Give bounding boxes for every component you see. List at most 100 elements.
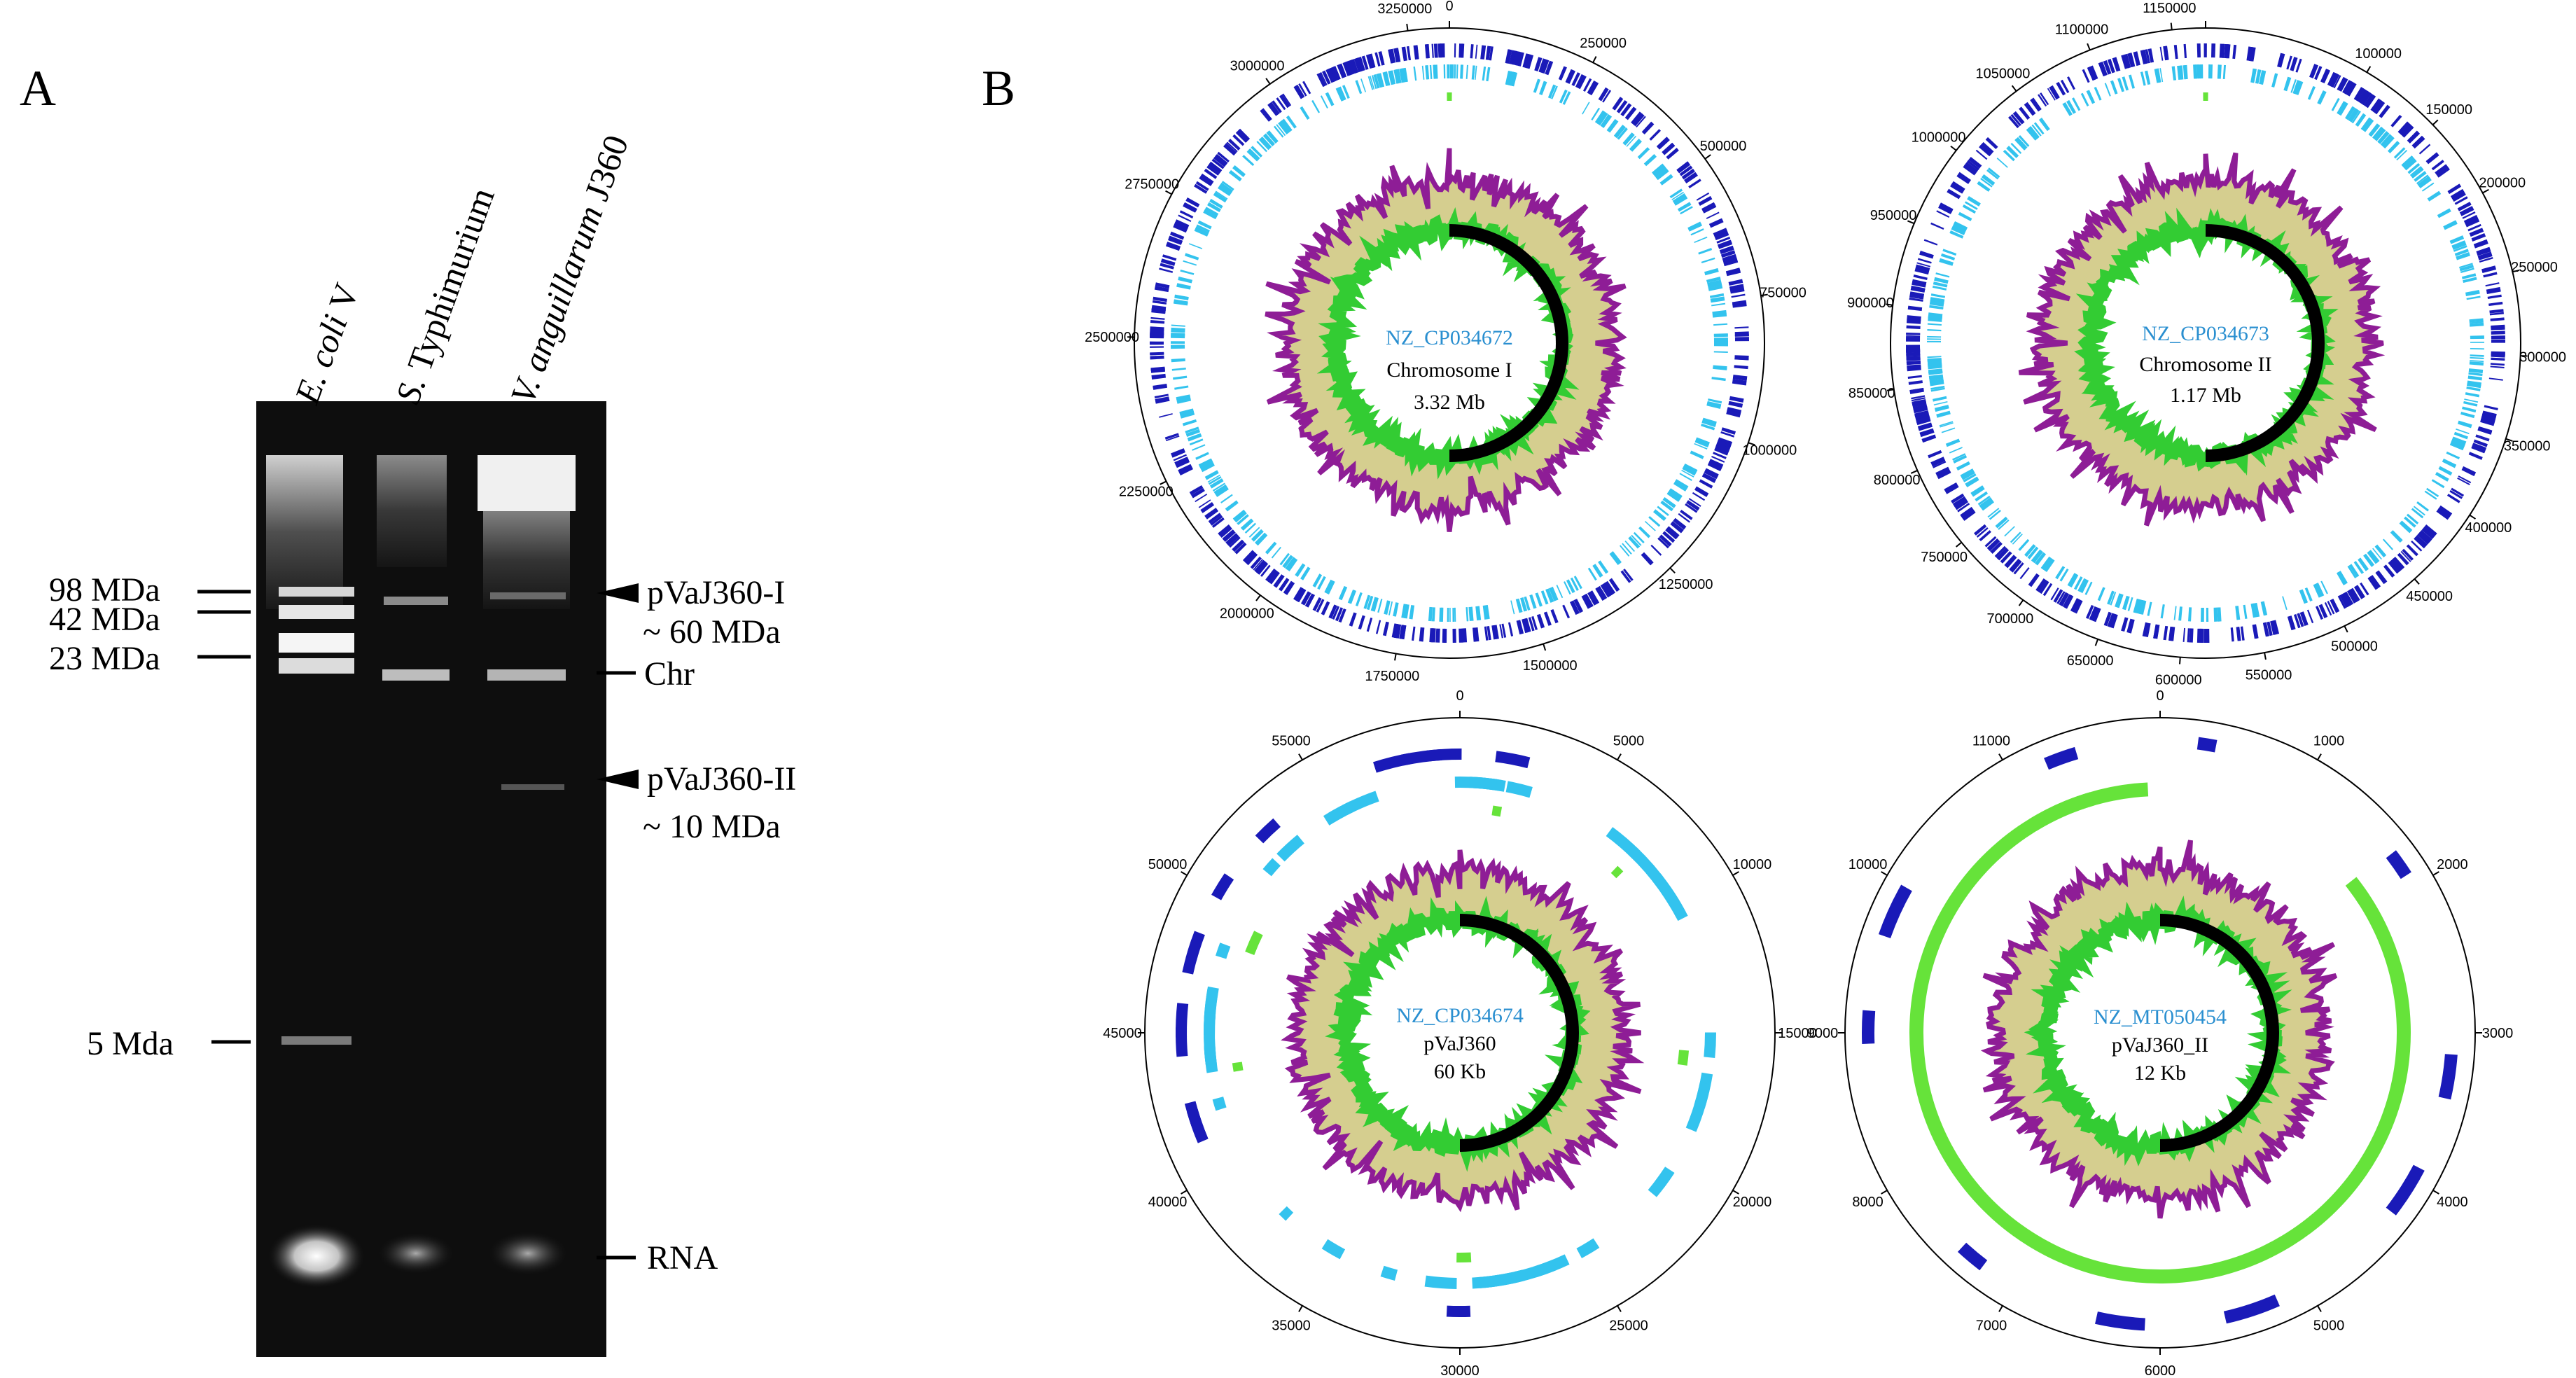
map-0-reverse-cds xyxy=(1409,605,1415,620)
map-1-reverse-cds xyxy=(1972,488,1985,497)
map-1-tick-label-2: 150000 xyxy=(2425,102,2472,118)
map-1-reverse-cds xyxy=(2367,550,2379,564)
map-1-accession: NZ_CP034673 xyxy=(2142,322,2269,345)
map-0-reverse-cds xyxy=(1347,589,1356,604)
map-0-tick-label-2: 500000 xyxy=(1700,139,1747,154)
map-1-forward-cds xyxy=(2454,196,2468,205)
map-0-forward-cds xyxy=(1179,210,1193,219)
lane-label-ecoli: E. coli V xyxy=(286,278,366,410)
map-1-forward-cds xyxy=(1994,545,2007,558)
map-0-reverse-cds xyxy=(1428,606,1433,622)
map-0-forward-cds xyxy=(1545,60,1554,76)
map-1-reverse-cds xyxy=(2414,171,2427,182)
map-0-forward-cds xyxy=(1473,627,1476,642)
lane2-rna-glow xyxy=(377,1232,455,1274)
map-0-size: 3.32 Mb xyxy=(1414,391,1485,414)
map-3-tick-7 xyxy=(1998,1305,2003,1312)
map-0-reverse-cds xyxy=(1171,358,1185,363)
map-0-forward-cds xyxy=(1732,300,1747,305)
map-1-forward-cds xyxy=(2159,46,2164,61)
map-2-rna-feature xyxy=(1491,805,1503,817)
map-1-reverse-cds xyxy=(2144,70,2151,85)
map-2-rna-feature xyxy=(1677,1050,1690,1066)
map-0-forward-cds xyxy=(1232,539,1245,552)
map-1-reverse-cds xyxy=(2346,107,2355,120)
map-0-forward-cds xyxy=(1150,316,1165,320)
map-1-forward-cds xyxy=(2222,43,2225,58)
map-0-reverse-cds xyxy=(1673,482,1687,492)
map-0-reverse-cds xyxy=(1325,92,1335,106)
map-1-reverse-cds xyxy=(2372,548,2382,560)
map-0-forward-cds xyxy=(1470,44,1474,59)
map-1-forward-cds xyxy=(1906,335,1921,337)
map-0-forward-cds xyxy=(1487,626,1491,641)
map-0-forward-cds xyxy=(1587,81,1598,95)
map-0-reverse-cds xyxy=(1384,71,1389,86)
map-1-reverse-cds xyxy=(1996,158,2008,168)
map-1-forward-cds xyxy=(2089,606,2099,621)
map-0-forward-cds xyxy=(1189,485,1204,496)
map-1-forward-cds xyxy=(2360,582,2369,596)
map-1-gc-skew-ring xyxy=(2074,207,2339,476)
map-0-forward-cds xyxy=(1338,608,1346,623)
map-0-forward-cds xyxy=(1461,43,1465,58)
map-0-forward-cds xyxy=(1260,110,1270,122)
map-2-reverse-cds xyxy=(1262,858,1281,877)
map-0-reverse-cds xyxy=(1285,557,1295,569)
map-1-reverse-cds xyxy=(2253,602,2260,618)
map-1-forward-cds xyxy=(2290,57,2298,71)
map-0-forward-cds xyxy=(1534,57,1543,72)
map-1-tick-13 xyxy=(2018,599,2024,606)
map-0-forward-cds xyxy=(1726,270,1741,276)
map-1-forward-cds xyxy=(2056,81,2066,96)
map-1-rna-track xyxy=(2203,92,2208,102)
map-0-reverse-cds xyxy=(1338,585,1348,601)
map-1-forward-cds xyxy=(2479,257,2493,263)
map-0-reverse-cds xyxy=(1690,228,1704,236)
map-1-reverse-cds xyxy=(1951,226,1965,235)
map-0-forward-cds xyxy=(1659,534,1672,547)
map-0-reverse-cds xyxy=(1240,518,1253,530)
map-1-forward-cds xyxy=(1907,305,1923,312)
map-1-forward-cds xyxy=(1917,258,1932,264)
map-0-forward-cds xyxy=(1616,99,1628,113)
plasmid1-size-label: ~ 60 MDa xyxy=(643,613,781,650)
map-1-reverse-cds xyxy=(2460,411,2475,419)
map-0-forward-cds xyxy=(1375,620,1381,634)
map-1-reverse-cds xyxy=(1949,447,1963,454)
map-2-rna-feature xyxy=(1232,1062,1244,1072)
map-0-reverse-cds xyxy=(1652,163,1665,175)
map-0-rna-track xyxy=(1447,92,1452,102)
map-1-forward-cds xyxy=(2333,75,2341,89)
map-1-forward-cds xyxy=(1906,344,1921,349)
map-0-reverse-cds xyxy=(1599,113,1608,126)
map-1-forward-cds xyxy=(2402,125,2414,138)
map-3-forward-cds xyxy=(2386,850,2411,879)
map-0-forward-cds xyxy=(1229,536,1241,548)
map-0-forward-cds xyxy=(1154,286,1169,293)
map-1-forward-cds xyxy=(2426,153,2439,165)
map-0-forward-cds xyxy=(1715,233,1729,241)
map-0-reverse-cds-track xyxy=(1171,64,1729,622)
map-1-reverse-cds xyxy=(1929,305,1944,309)
map-1-reverse-cds xyxy=(2067,573,2077,587)
map-0-forward-cds xyxy=(1686,500,1700,511)
map-1-reverse-cds xyxy=(2427,190,2442,202)
map-0-forward-cds xyxy=(1225,143,1237,154)
map-2-rna-feature xyxy=(1456,1252,1472,1262)
map-1-reverse-cds xyxy=(2079,578,2089,594)
map-1-forward-cds xyxy=(1909,295,1924,300)
map-0-reverse-cds xyxy=(1220,494,1233,503)
map-1-reverse-cds xyxy=(2127,597,2133,611)
map-0-forward-cds xyxy=(1255,560,1268,575)
map-0-reverse-cds xyxy=(1707,398,1722,404)
map-0-forward-cds xyxy=(1267,103,1279,116)
map-2-tick-label-3: 15000 xyxy=(1778,1026,1817,1041)
map-1-reverse-cds xyxy=(2418,177,2432,188)
map-0-reverse-cds xyxy=(1271,546,1281,559)
map-1-forward-cds xyxy=(2063,594,2073,608)
map-0-reverse-cds xyxy=(1248,527,1260,538)
map-1-reverse-cds xyxy=(2138,600,2145,615)
map-0-forward-cds xyxy=(1663,144,1676,155)
map-1-tick-9 xyxy=(2344,625,2348,633)
